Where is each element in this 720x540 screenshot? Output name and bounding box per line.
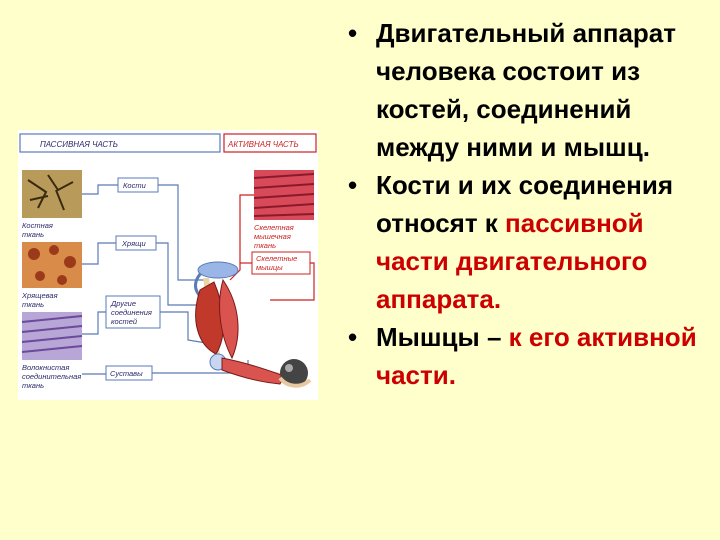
- bone-tissue-label-2: ткань: [22, 230, 44, 239]
- passive-header: ПАССИВНАЯ ЧАСТЬ: [40, 140, 118, 149]
- fibrous-tissue-image: [21, 312, 83, 360]
- bullet-list: •Двигательный аппарат человека состоит и…: [340, 14, 710, 394]
- cartilage-tissue-label-1: Хрящевая: [21, 291, 58, 300]
- bones-label: Кости: [123, 181, 147, 190]
- other-joints-label-2: соединения: [111, 308, 152, 317]
- cartilage-label: Хрящи: [121, 239, 146, 248]
- musculoskeletal-diagram: ПАССИВНАЯ ЧАСТЬ АКТИВНАЯ ЧАСТЬ Костная т…: [18, 130, 318, 400]
- passive-header-box: [19, 133, 221, 153]
- active-header: АКТИВНАЯ ЧАСТЬ: [227, 140, 299, 149]
- active-connectors: [229, 194, 315, 301]
- cartilage-tissue-label-2: ткань: [22, 300, 44, 309]
- fibrous-tissue-label-2: соединительная: [22, 372, 81, 381]
- active-header-box: [223, 133, 317, 153]
- bullet-2-part-1: Кости и их соединения: [376, 170, 673, 200]
- bullet-item-3: •Мышцы – к его активной части.: [348, 322, 697, 390]
- skeletal-tissue-label-2: мышечная: [254, 232, 291, 241]
- fibrous-tissue-label-3: ткань: [22, 381, 44, 390]
- fibrous-tissue-label-1: Волокнистая: [22, 363, 69, 372]
- other-joints-label-3: костей: [111, 317, 138, 326]
- skeletal-muscle-tissue-image: [253, 170, 315, 220]
- other-joints-label-1: Другие: [110, 299, 136, 308]
- bullet-2-part-3: пассивной части двигательного аппарата.: [376, 208, 648, 314]
- bullet-2-part-2: относят к: [376, 208, 506, 238]
- bullet-3-part-1: Мышцы –: [376, 322, 509, 352]
- bone-tissue-label-1: Костная: [22, 221, 53, 230]
- diagram-svg: ПАССИВНАЯ ЧАСТЬ АКТИВНАЯ ЧАСТЬ Костная т…: [19, 133, 317, 390]
- skeletal-muscles-label-1: Скелетные: [256, 254, 297, 263]
- skeletal-tissue-label-1: Скелетная: [254, 223, 294, 232]
- arm-illustration: [194, 261, 312, 388]
- skeletal-tissue-label-3: ткань: [254, 241, 276, 250]
- cartilage-tissue-image: [22, 242, 82, 288]
- bullet-1-part-1: Двигательный аппарат человека состоит из…: [376, 18, 676, 162]
- bullet-item-1: •Двигательный аппарат человека состоит и…: [348, 18, 676, 162]
- bullet-3-part-2: к его активной части.: [376, 322, 697, 390]
- joints-label: Суставы: [110, 369, 143, 378]
- skeletal-muscles-label-2: мышцы: [256, 263, 283, 272]
- bone-tissue-image: [22, 170, 82, 218]
- bullet-item-2: •Кости и их соединения относят к пассивн…: [348, 170, 673, 314]
